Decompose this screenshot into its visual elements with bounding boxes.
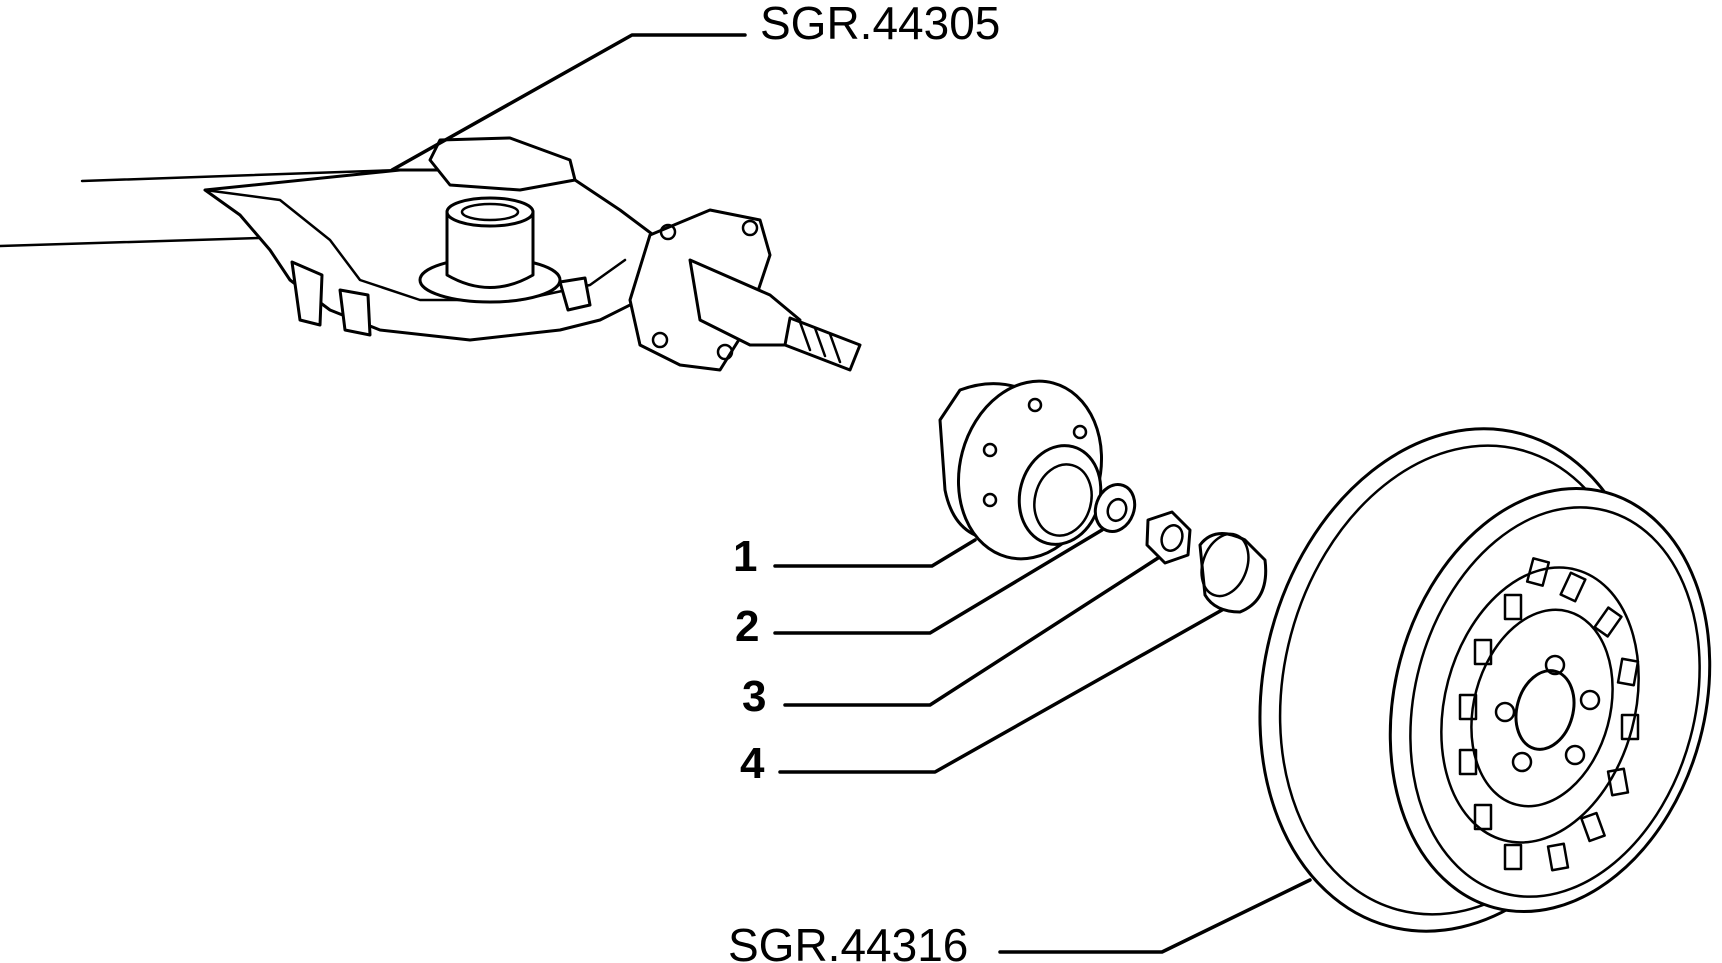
bottom-reference-label: SGR.44316 [728,919,968,963]
wheel-rim [1258,427,1712,933]
leader-4 [778,608,1224,774]
callout-4-label: 4 [740,739,765,788]
rear-axle-assembly [0,136,862,372]
part-2-washer [1093,483,1137,533]
leader-bottom-ref [998,878,1312,954]
leader-top-ref [390,33,747,172]
top-reference-label: SGR.44305 [760,0,1000,49]
part-1-wheel-hub [938,379,1104,561]
callout-1-label: 1 [733,532,757,581]
callout-2-label: 2 [735,602,759,651]
callout-3-label: 3 [742,672,766,721]
leader-1 [773,538,977,568]
part-3-hub-nut [1145,510,1192,565]
leader-lines [390,33,1312,954]
part-4-dust-cap [1198,532,1268,614]
leader-3 [783,556,1160,707]
leader-2 [773,528,1104,635]
